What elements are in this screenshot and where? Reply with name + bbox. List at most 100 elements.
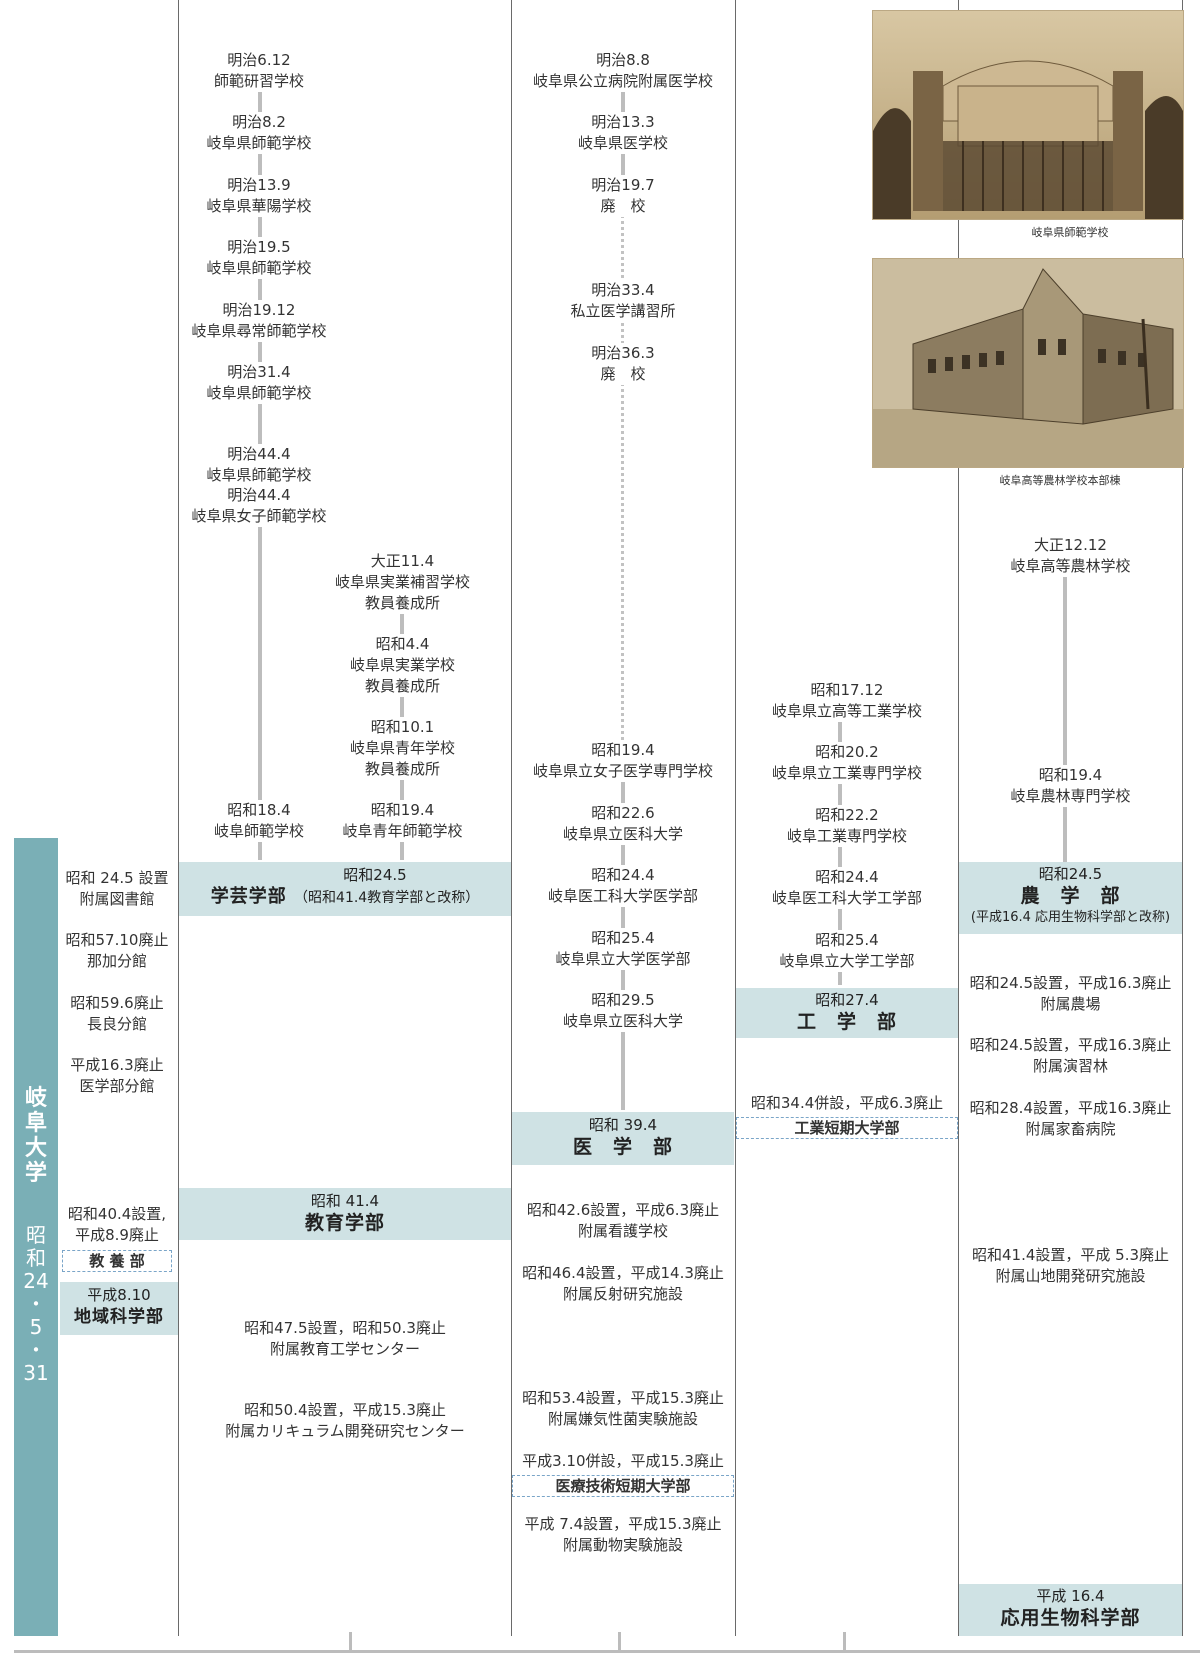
column-divider (958, 0, 959, 1636)
historic-photo (873, 11, 1183, 219)
node-name: 岐阜県立医科大学 (562, 1012, 683, 1030)
lineage-node: 明治33.4 私立医学講習所 (512, 280, 734, 322)
node-date: 昭和22.6 (591, 804, 655, 822)
vertical-char: 和 (26, 1246, 46, 1270)
node-name: 岐阜師範学校 (213, 822, 304, 840)
photo-agriculture-building (872, 258, 1184, 468)
node-date: 明治8.8 (596, 51, 650, 69)
node-name: 岐阜工業専門学校 (786, 827, 907, 845)
engineering-junior-college: 昭和34.4併設，平成6.3廃止 工業短期大学部 (736, 1093, 958, 1139)
node-date: 昭和29.5 (591, 991, 655, 1009)
medicine-facility: 昭和53.4設置，平成15.3廃止附属嫌気性菌実験施設 (512, 1388, 734, 1430)
lineage-node: 明治19.7 廃 校 (512, 175, 734, 217)
node-date: 明治44.4 (227, 486, 291, 504)
node-date: 明治31.4 (227, 363, 291, 381)
lineage-node: 昭和24.4 岐阜医工科大学医学部 (512, 865, 734, 907)
column-divider (511, 0, 512, 1636)
node-name: 廃 校 (600, 365, 646, 383)
education-facility: 昭和47.5設置，昭和50.3廃止附属教育工学センター (200, 1318, 490, 1360)
medicine-lineage-gap (621, 210, 624, 740)
node-name: 岐阜県実業補習学校 (334, 573, 470, 591)
node-date: 明治19.12 (222, 301, 296, 319)
library-entry: 昭和59.6廃止長良分館 (62, 993, 172, 1035)
node-date: 昭和24.4 (591, 866, 655, 884)
node-date: 昭和20.2 (815, 743, 879, 761)
node-date: 明治19.7 (591, 176, 655, 194)
engineering-faculty-band: 昭和27.4 工 学 部 (736, 988, 958, 1038)
lineage-node: 昭和25.4 岐阜県立大学工学部 (736, 930, 958, 972)
node-name: 岐阜県立女子医学専門学校 (532, 762, 713, 780)
node-name: 岐阜医工科大学工学部 (771, 889, 922, 907)
node-name: 岐阜県師範学校 (206, 466, 312, 484)
node-date: 大正11.4 (370, 552, 435, 570)
node-date: 昭和17.12 (810, 681, 884, 699)
node-name: 岐阜医工科大学医学部 (547, 887, 698, 905)
node-name: 岐阜県師範学校 (206, 384, 312, 402)
node-name: 岐阜青年師範学校 (342, 822, 463, 840)
timeline-baseline (14, 1650, 1200, 1653)
lineage-node: 明治13.9 岐阜県華陽学校 (189, 175, 329, 217)
node-date: 昭和25.4 (815, 931, 879, 949)
medicine-lineage-line (621, 740, 625, 1110)
node-name: 岐阜県立大学工学部 (779, 952, 915, 970)
lineage-node: 昭和22.6 岐阜県立医科大学 (512, 803, 734, 845)
chiiki-faculty-band: 平成8.10 地域科学部 (60, 1282, 178, 1335)
vertical-char: 5 (29, 1315, 43, 1339)
medicine-facility: 平成 7.4設置，平成15.3廃止附属動物実験施設 (512, 1514, 734, 1556)
baseline-tick (349, 1632, 352, 1650)
medicine-junior-college: 平成3.10併設，平成15.3廃止 医療技術短期大学部 (512, 1451, 734, 1497)
column-divider (735, 0, 736, 1636)
node-name: 岐阜農林専門学校 (1010, 787, 1131, 805)
vertical-char: 昭 (26, 1223, 46, 1247)
node-name: 私立医学講習所 (570, 302, 676, 320)
node-date: 明治13.9 (227, 176, 291, 194)
baseline-tick (618, 1632, 621, 1650)
node-date: 明治6.12 (227, 51, 291, 69)
node-date: 昭和24.4 (815, 868, 879, 886)
lineage-node: 明治31.4 岐阜県師範学校 (189, 362, 329, 404)
junior-college-label: 工業短期大学部 (736, 1117, 958, 1139)
education-facility: 昭和50.4設置，平成15.3廃止附属カリキュラム開発研究センター (200, 1400, 490, 1442)
node-name: 廃 校 (600, 197, 646, 215)
agriculture-facility: 昭和24.5設置，平成16.3廃止附属農場 (959, 973, 1182, 1015)
agriculture-lineage-line (1063, 555, 1067, 865)
agriculture-facility: 昭和28.4設置，平成16.3廃止附属家畜病院 (959, 1098, 1182, 1140)
vertical-char: 大 (24, 1136, 47, 1161)
node-name: 岐阜県華陽学校 (206, 197, 312, 215)
vertical-char: 阜 (24, 1111, 47, 1136)
university-name: 岐阜大学 (14, 1086, 58, 1186)
medicine-faculty-band: 昭和 39.4 医 学 部 (512, 1112, 734, 1165)
node-date: 明治36.3 (591, 344, 655, 362)
vertical-char: ・ (26, 1338, 46, 1362)
library-entry: 昭和57.10廃止那加分館 (62, 930, 172, 972)
lineage-node: 昭和29.5 岐阜県立医科大学 (512, 990, 734, 1032)
lineage-node: 明治36.3 廃 校 (512, 343, 734, 385)
node-date: 昭和19.4 (370, 801, 435, 819)
node-name: 岐阜県実業学校 (349, 656, 455, 674)
node-date: 明治8.2 (232, 113, 286, 131)
node-name: 岐阜県立医科大学 (562, 825, 683, 843)
education-faculty-band: 昭和 41.4 教育学部 (179, 1188, 511, 1240)
junior-college-label: 医療技術短期大学部 (512, 1475, 734, 1497)
column-divider (178, 0, 179, 1636)
baseline-tick (843, 1632, 846, 1650)
node-date: 明治33.4 (591, 281, 655, 299)
medicine-facility: 昭和46.4設置，平成14.3廃止附属反射研究施設 (512, 1263, 734, 1305)
node-date: 昭和25.4 (591, 929, 655, 947)
node-name: 岐阜高等農林学校 (1010, 557, 1131, 575)
column-divider (1182, 0, 1183, 1636)
